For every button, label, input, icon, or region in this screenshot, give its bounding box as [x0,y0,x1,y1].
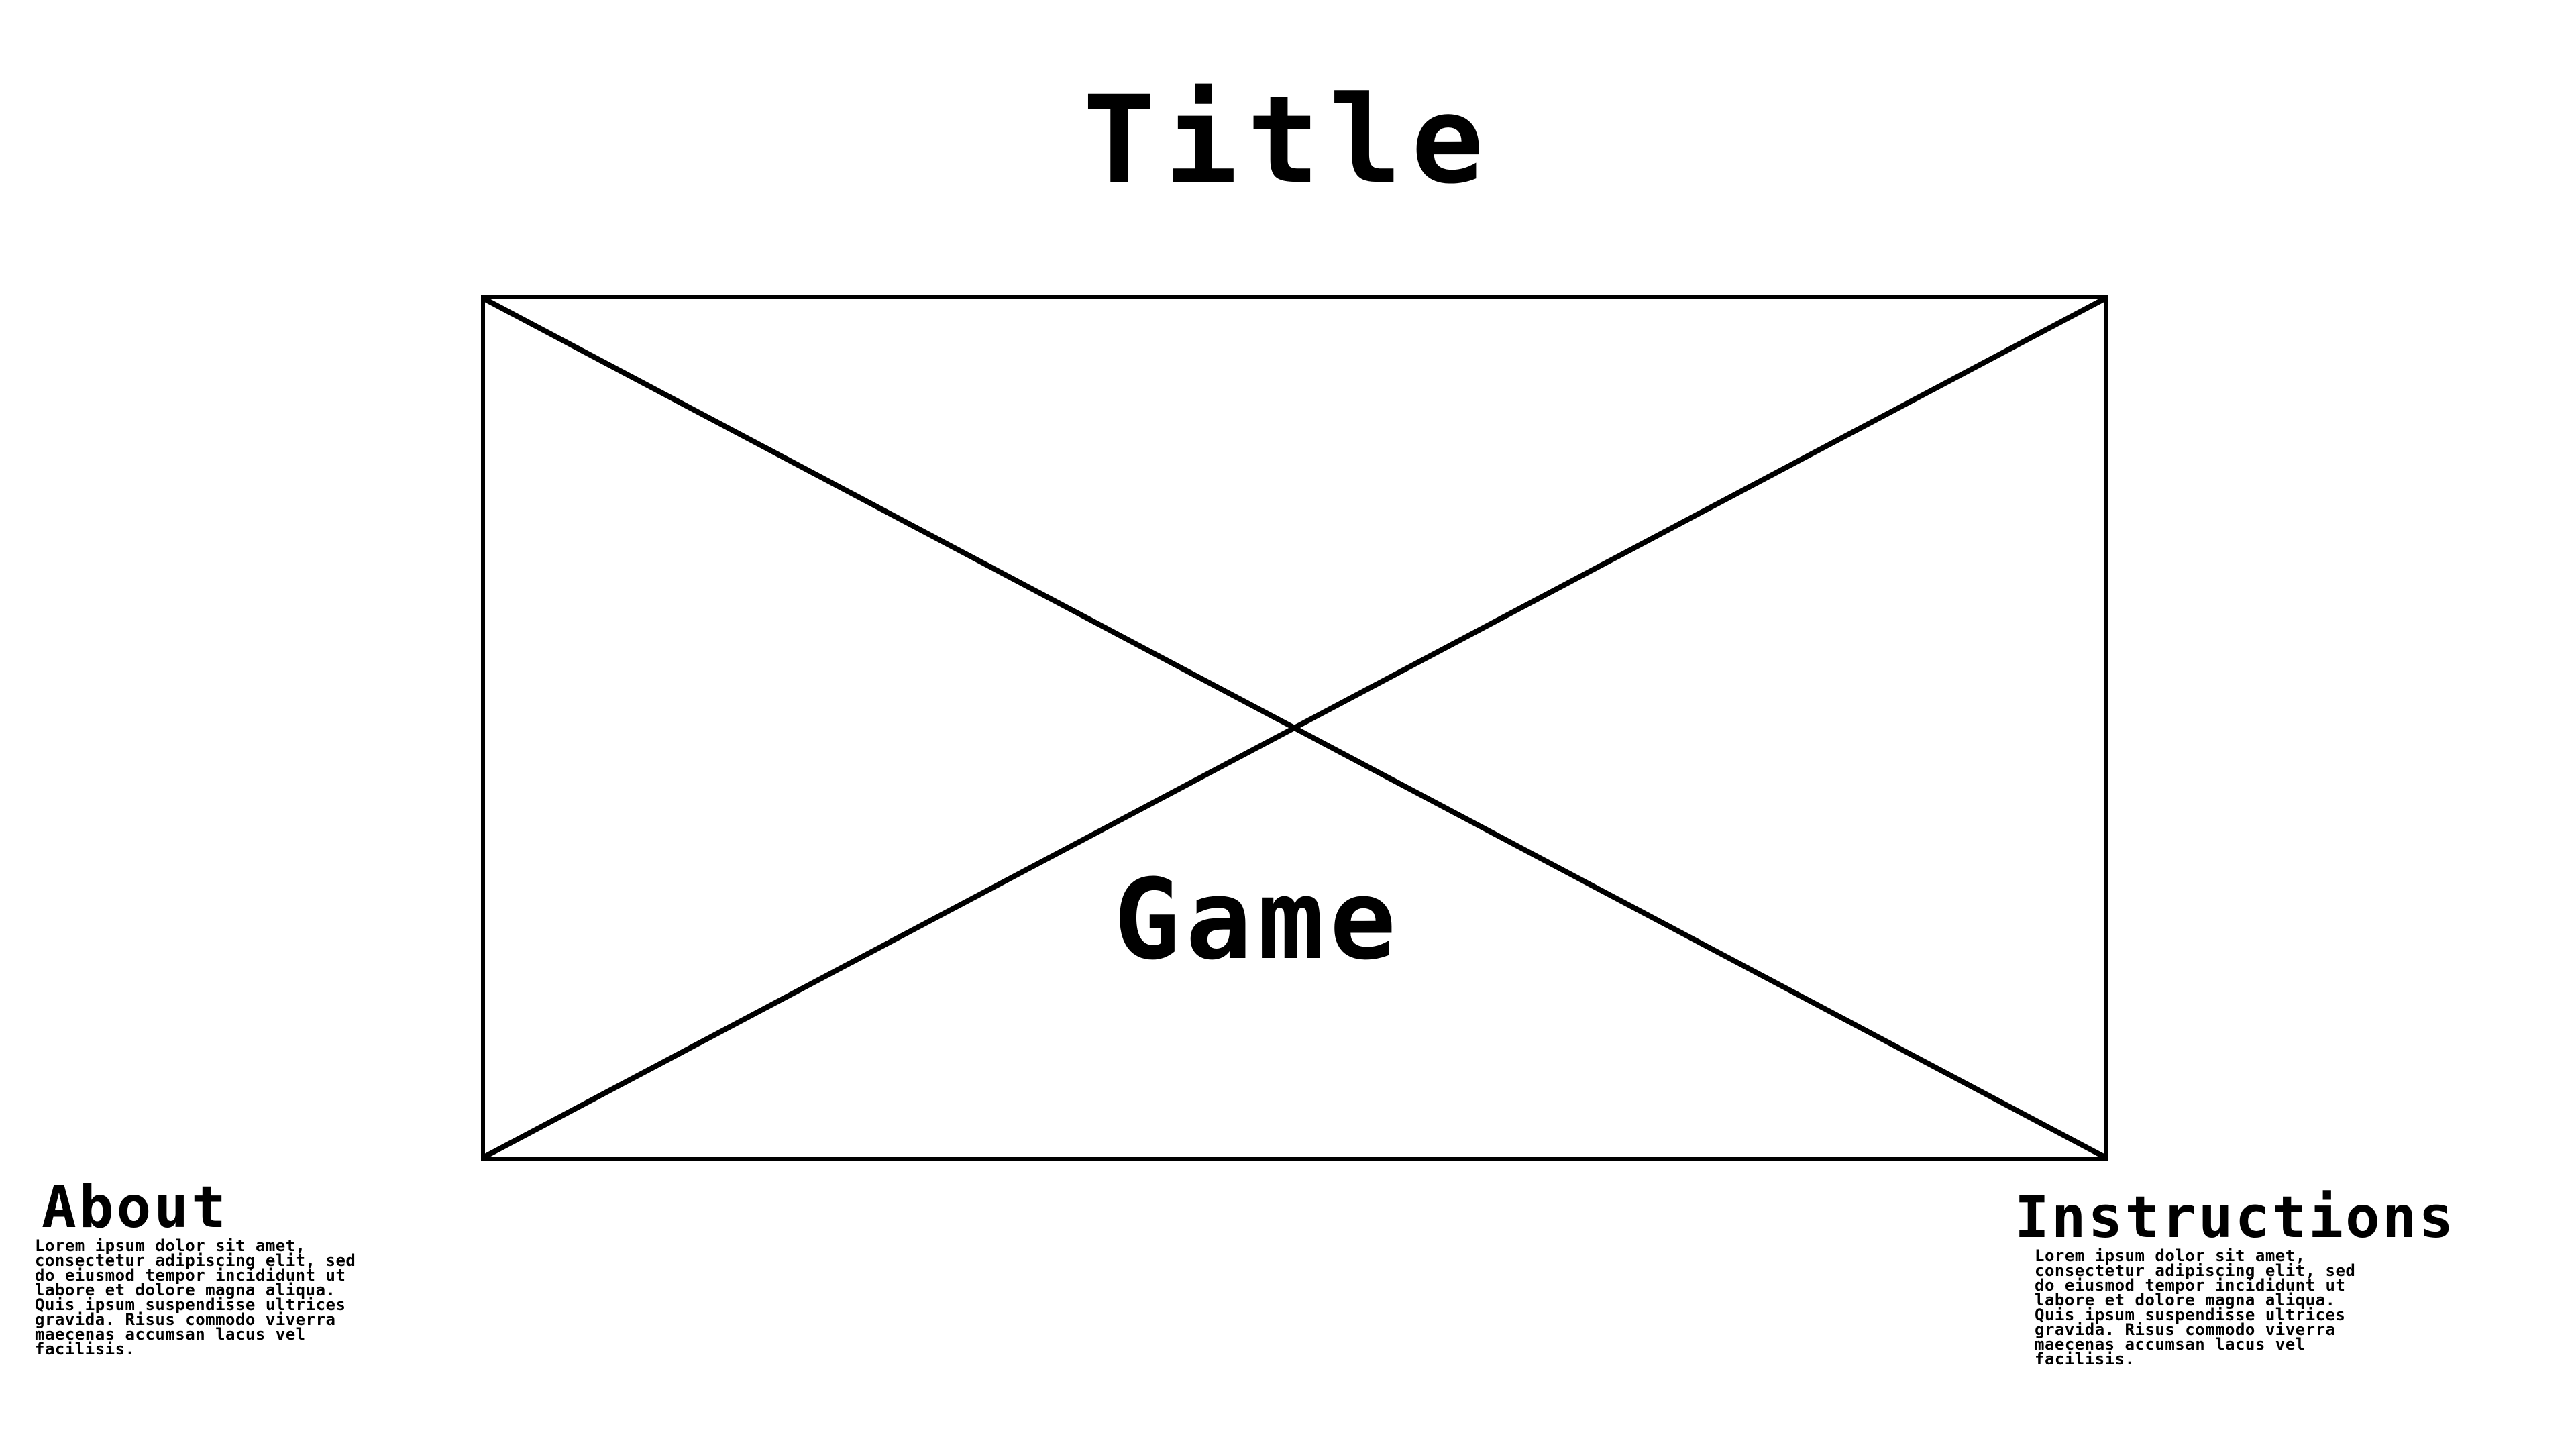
about-text: Lorem ipsum dolor sit amet, consectetur … [35,1236,356,1358]
placeholder-diagonal-line [485,299,2104,1157]
instructions-heading: Instructions [2015,1184,2456,1251]
image-placeholder-cross-icon [485,299,2104,1157]
game-area[interactable]: Game [481,295,2108,1161]
game-label: Game [1113,855,1402,984]
instructions-text: Lorem ipsum dolor sit amet, consectetur … [2035,1246,2356,1368]
page-title: Title [1083,70,1493,211]
about-heading: About [42,1174,229,1241]
